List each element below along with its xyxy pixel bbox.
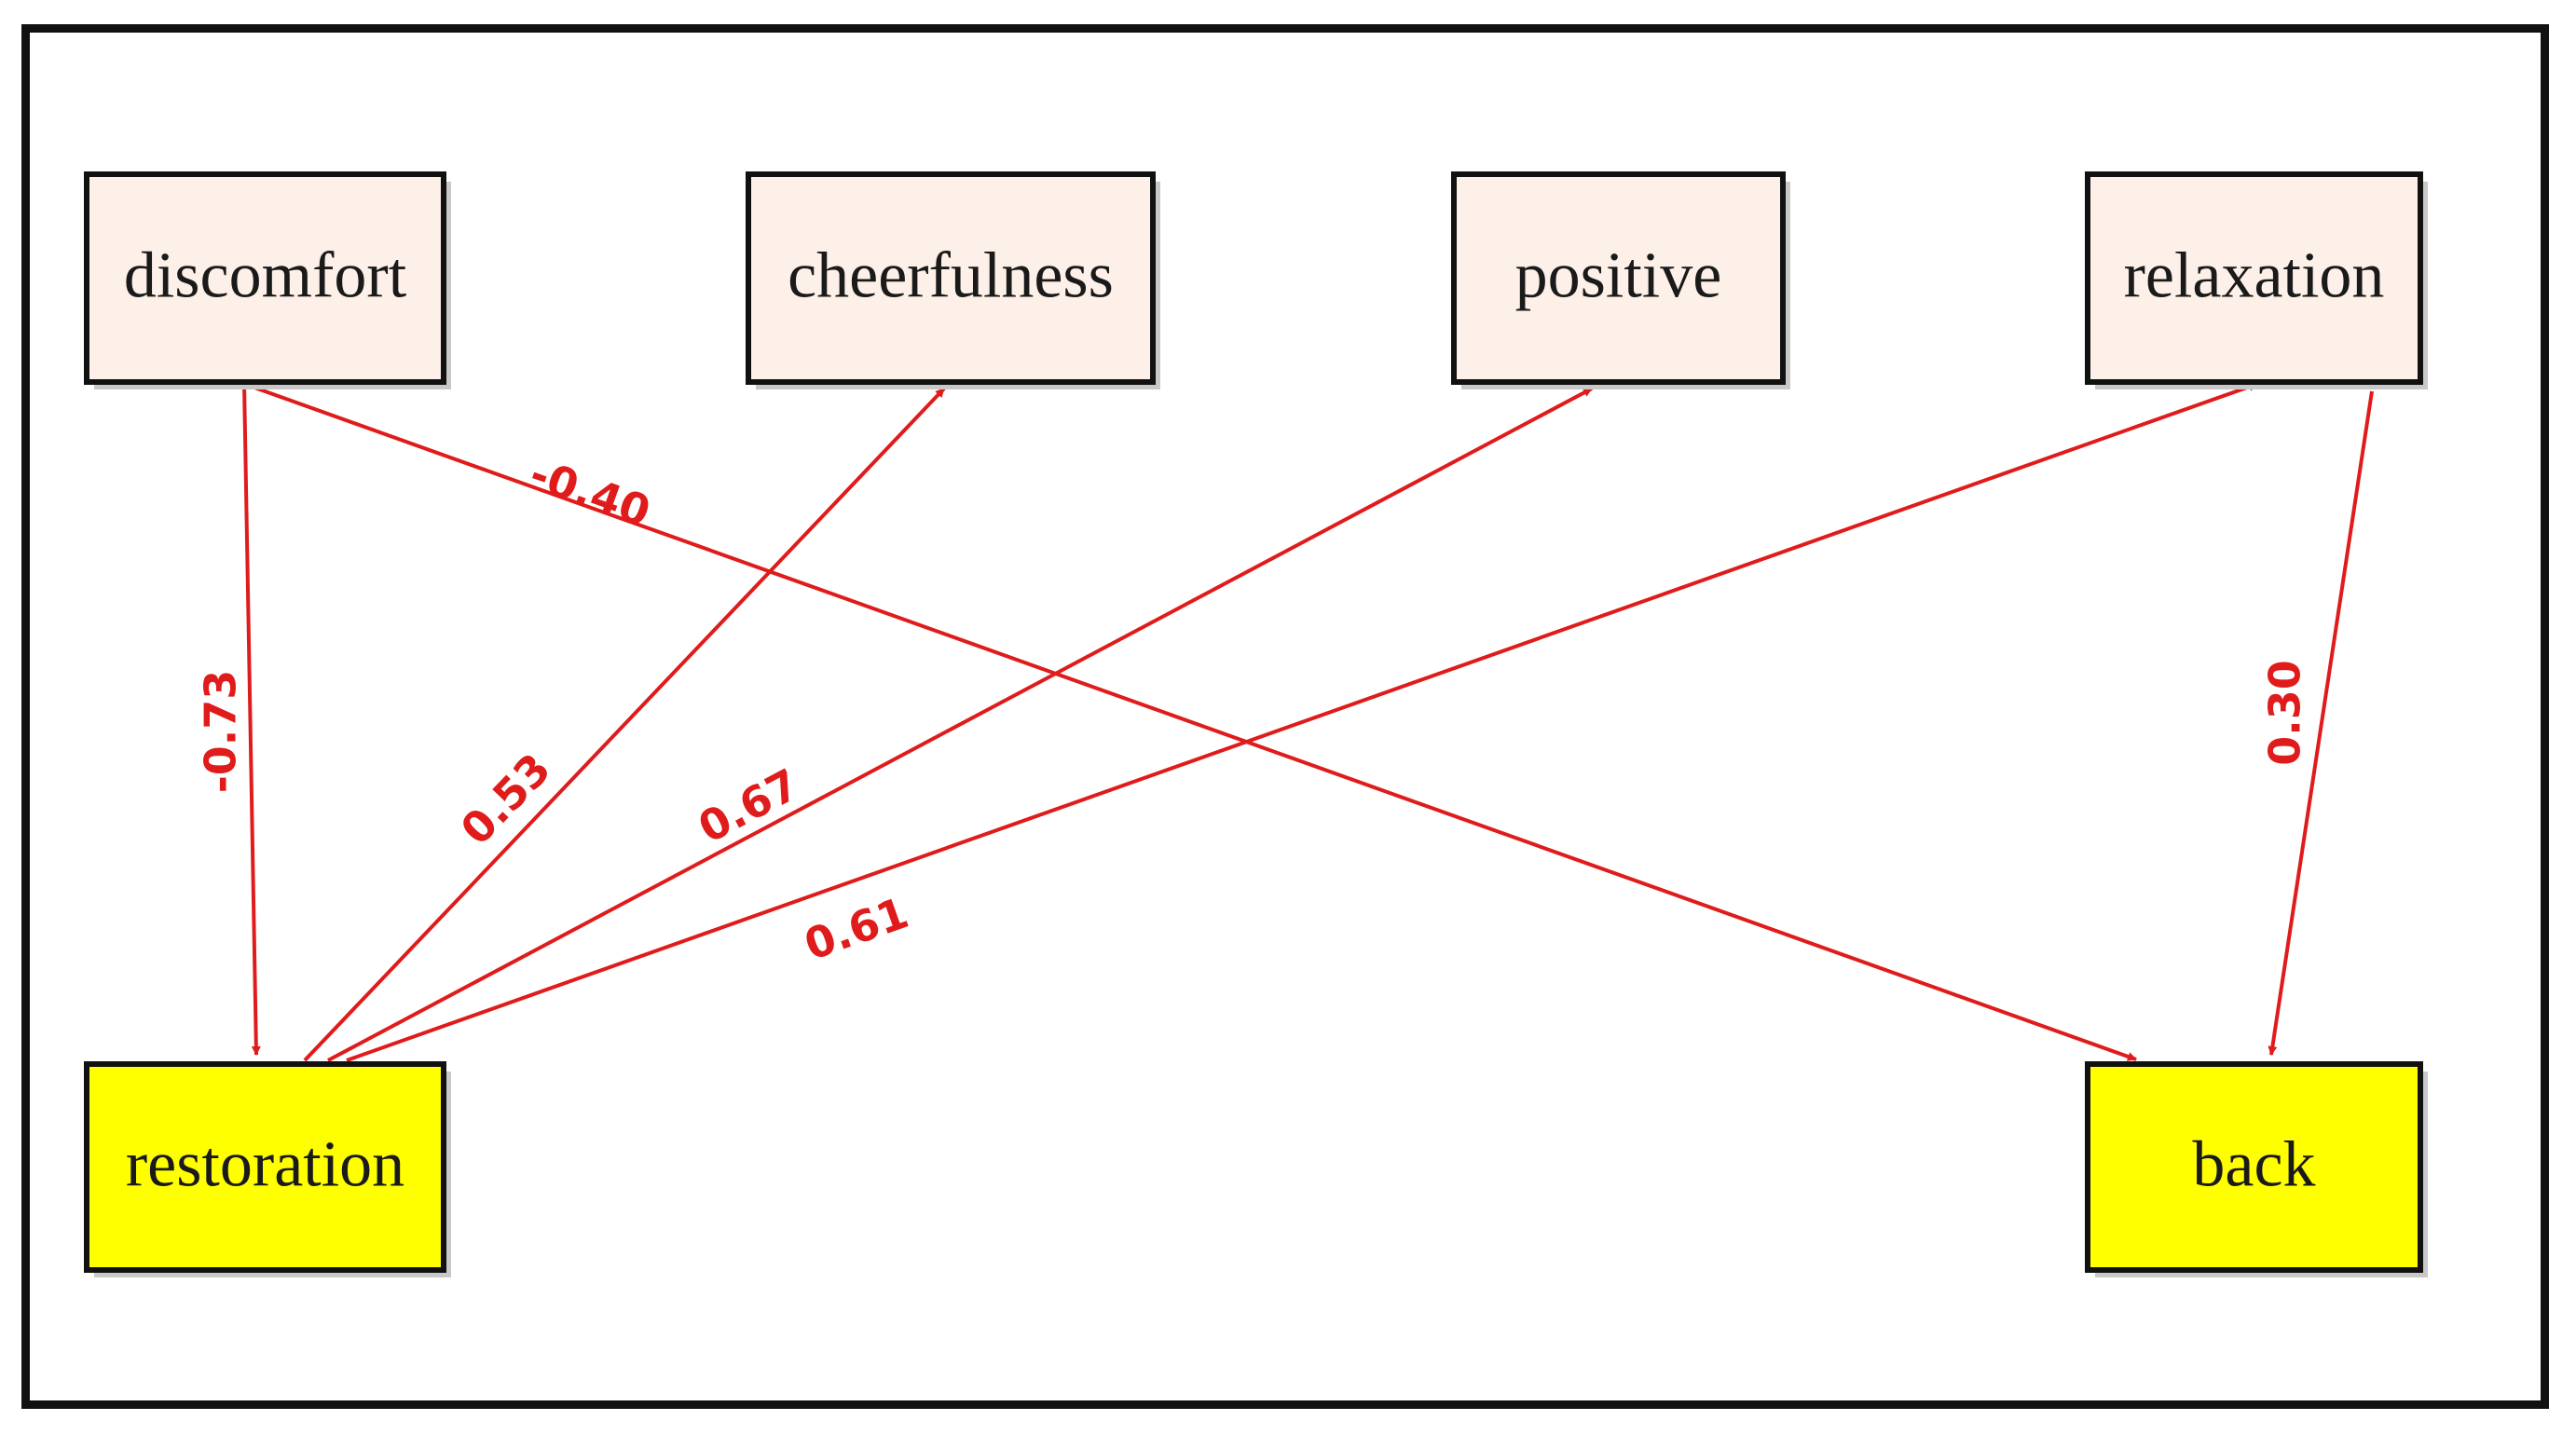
- node-positive: positive: [1451, 171, 1790, 389]
- node-label-back: back: [2192, 1129, 2315, 1201]
- node-label-discomfort: discomfort: [124, 240, 407, 312]
- node-cheerfulness: cheerfulness: [746, 171, 1160, 389]
- node-box: [1451, 171, 1786, 385]
- edge-arrow-discomfort-restoration: [242, 383, 261, 1056]
- node-discomfort: discomfort: [84, 171, 451, 389]
- edge-arrow-relaxation-back: [2268, 390, 2374, 1056]
- edge-coefficient-restoration-relaxation: 0.61: [798, 887, 914, 970]
- node-box: [2085, 1061, 2423, 1273]
- node-label-positive: positive: [1515, 240, 1722, 312]
- node-restoration: restoration: [84, 1061, 451, 1277]
- edge-arrow-restoration-relaxation: [346, 382, 2258, 1062]
- edge-coefficient-discomfort-back: -0.40: [524, 448, 657, 537]
- edge-arrow-restoration-cheerfulness: [303, 387, 946, 1062]
- edge-coefficient-discomfort-restoration: -0.73: [196, 670, 246, 794]
- node-box: [84, 1061, 446, 1273]
- edge-coefficient-restoration-cheerfulness: 0.53: [451, 744, 561, 854]
- node-label-relaxation: relaxation: [2124, 240, 2385, 312]
- node-box: [746, 171, 1156, 385]
- edge-coefficient-relaxation-back: 0.30: [2260, 660, 2310, 766]
- node-box: [84, 171, 446, 385]
- node-label-restoration: restoration: [126, 1129, 404, 1201]
- edge-arrow-restoration-positive: [327, 387, 1593, 1062]
- node-box: [2085, 171, 2423, 385]
- node-back: back: [2085, 1061, 2428, 1277]
- edge-arrow-discomfort-back: [243, 382, 2137, 1061]
- node-label-cheerfulness: cheerfulness: [788, 240, 1114, 312]
- edges-layer: [242, 382, 2374, 1062]
- nodes-layer: discomfort cheerfulness positive relaxation…: [84, 171, 2428, 1277]
- node-relaxation: relaxation: [2085, 171, 2428, 389]
